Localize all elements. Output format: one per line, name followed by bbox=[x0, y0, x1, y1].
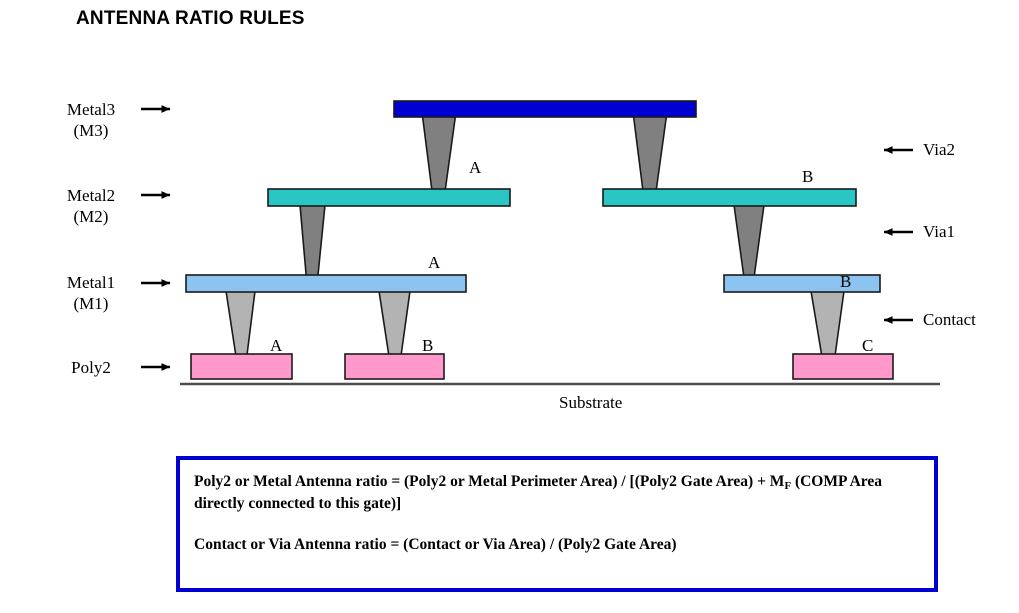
metal3-bar bbox=[393, 100, 697, 118]
contact-a bbox=[225, 290, 256, 364]
metal2-bar-right bbox=[602, 188, 857, 207]
formula-poly-metal: Poly2 or Metal Antenna ratio = (Poly2 or… bbox=[194, 471, 922, 516]
page-title: ANTENNA RATIO RULES bbox=[76, 8, 305, 29]
layer-label-poly2: Poly2 bbox=[46, 357, 136, 378]
via2-right bbox=[632, 111, 668, 200]
side-label-via1: Via1 bbox=[923, 222, 956, 241]
node-label-m2-right: B bbox=[802, 167, 814, 186]
formula-poly-metal-suffix: (COMP Area directly connected to this ga… bbox=[194, 473, 883, 513]
node-label-poly2-b: B bbox=[422, 336, 434, 355]
node-label-poly2-a: A bbox=[270, 336, 283, 355]
formula-poly-metal-subscript: F bbox=[784, 480, 792, 493]
metal2-bar-left bbox=[267, 188, 511, 207]
layer-label-metal3: Metal3 (M3) bbox=[46, 99, 136, 142]
layer-label-metal3-line2: (M3) bbox=[73, 121, 109, 141]
contact-c bbox=[810, 290, 845, 364]
layer-label-metal3-line1: Metal3 bbox=[66, 100, 116, 119]
node-label-m1-right: B bbox=[840, 272, 852, 291]
metal1-bar-left bbox=[185, 274, 467, 293]
layer-label-metal2-line2: (M2) bbox=[73, 207, 109, 227]
layer-label-metal2: Metal2 (M2) bbox=[46, 185, 136, 228]
formula-box: Poly2 or Metal Antenna ratio = (Poly2 or… bbox=[176, 456, 938, 592]
poly2-block-b bbox=[344, 353, 445, 380]
via1-left bbox=[299, 204, 326, 286]
metal1-bar-right bbox=[723, 274, 881, 293]
layer-label-metal1: Metal1 (M1) bbox=[46, 272, 136, 315]
layer-label-metal1-line2: (M1) bbox=[73, 294, 109, 314]
formula-contact-via: Contact or Via Antenna ratio = (Contact … bbox=[194, 536, 677, 553]
contact-b bbox=[378, 290, 411, 364]
layer-label-metal2-line1: Metal2 bbox=[66, 186, 116, 205]
via1-right bbox=[733, 204, 765, 286]
node-label-m1-left: A bbox=[428, 253, 441, 272]
poly2-block-c bbox=[792, 353, 894, 380]
poly2-block-a bbox=[190, 353, 293, 380]
formula-poly-metal-prefix: Poly2 or Metal Antenna ratio = (Poly2 or… bbox=[194, 473, 785, 490]
substrate-label: Substrate bbox=[559, 393, 623, 412]
layer-label-metal1-line1: Metal1 bbox=[66, 273, 116, 292]
node-label-m2-left: A bbox=[469, 158, 482, 177]
node-label-poly2-c: C bbox=[862, 336, 874, 355]
via2-left bbox=[421, 111, 457, 200]
side-label-via2: Via2 bbox=[923, 140, 956, 159]
layer-label-poly2-line1: Poly2 bbox=[71, 358, 111, 377]
side-label-contact: Contact bbox=[923, 310, 976, 329]
